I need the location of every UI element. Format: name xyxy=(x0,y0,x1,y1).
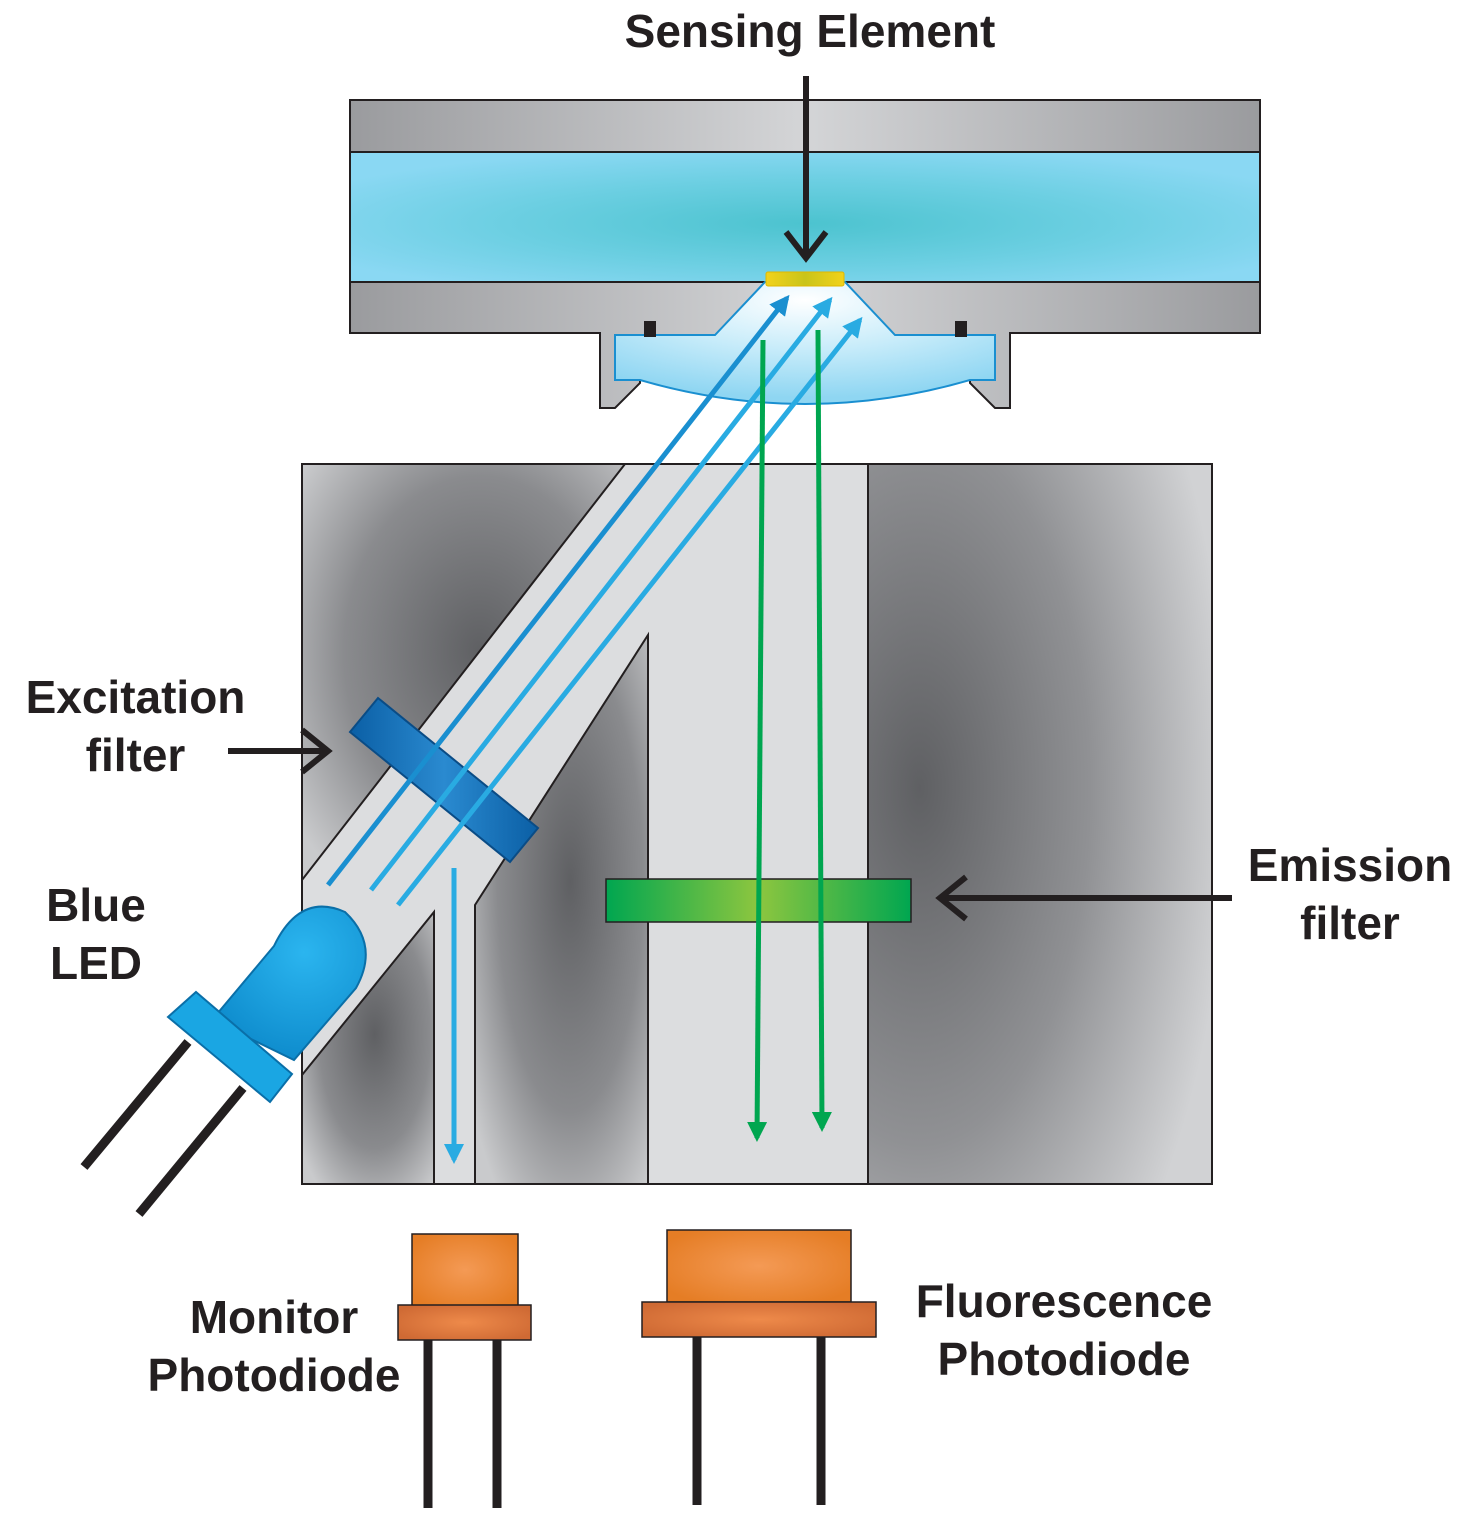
fluorescence-ray-2 xyxy=(811,329,832,1132)
blue-led xyxy=(80,905,367,1217)
emission-filter-label: Emission filter xyxy=(1232,836,1468,952)
monitor-photodiode-label-line-2: Photodiode xyxy=(147,1349,401,1401)
fluorescence-photodiode-label-line-1: Fluorescence xyxy=(915,1275,1213,1327)
excitation-light-rays xyxy=(326,294,863,1164)
block-left-upper xyxy=(301,463,628,883)
fluorescence-light-rays xyxy=(747,329,832,1142)
monitor-photodiode-label-line-1: Monitor xyxy=(189,1291,359,1343)
o-ring-right xyxy=(955,321,967,337)
led-lead-2 xyxy=(135,1085,247,1217)
fluorescence-photodiode-cap xyxy=(666,1229,852,1303)
fluorescence-ray-1 xyxy=(747,339,768,1142)
emission-filter-label-line-1: Emission xyxy=(1247,839,1453,891)
led-body xyxy=(210,905,367,1062)
blue-led-label-line-1: Blue xyxy=(46,879,146,931)
sensing-element-label: Sensing Element xyxy=(624,5,996,57)
o-ring-left xyxy=(644,321,656,337)
emission-filter-label-line-2: filter xyxy=(1300,897,1400,949)
monitor-photodiode-label: Monitor Photodiode xyxy=(128,1288,420,1404)
fluorescence-photodiode-label-line-2: Photodiode xyxy=(937,1333,1191,1385)
fluorescence-photodiode xyxy=(641,1229,877,1505)
excitation-ray-2 xyxy=(369,296,833,892)
excitation-filter-label: Excitation filter xyxy=(8,668,263,784)
excitation-ray-3 xyxy=(396,316,863,907)
monitor-photodiode xyxy=(397,1233,532,1508)
excitation-filter-label-line-2: filter xyxy=(85,729,186,781)
excitation-ray-1 xyxy=(326,294,790,887)
fluorescence-photodiode-label: Fluorescence Photodiode xyxy=(895,1272,1233,1388)
monitor-photodiode-base xyxy=(397,1304,532,1341)
excitation-filter-arrow xyxy=(228,727,333,775)
led-flange xyxy=(166,990,294,1104)
callout-arrows xyxy=(228,76,1232,922)
sensing-element-arrow xyxy=(783,76,829,263)
blue-led-label: Blue LED xyxy=(16,876,176,992)
led-lead-1 xyxy=(80,1039,192,1170)
emission-filter-arrow xyxy=(935,874,1232,922)
block-right xyxy=(867,463,1213,1185)
lens-window xyxy=(614,281,996,405)
block-left-lower xyxy=(301,909,435,1185)
fluorescence-photodiode-base xyxy=(641,1301,877,1338)
sensing-element xyxy=(765,271,845,287)
excitation-filter xyxy=(348,696,540,864)
excitation-filter-label-line-1: Excitation xyxy=(25,671,246,723)
blue-led-label-line-2: LED xyxy=(50,937,142,989)
monitor-photodiode-cap xyxy=(411,1233,519,1307)
